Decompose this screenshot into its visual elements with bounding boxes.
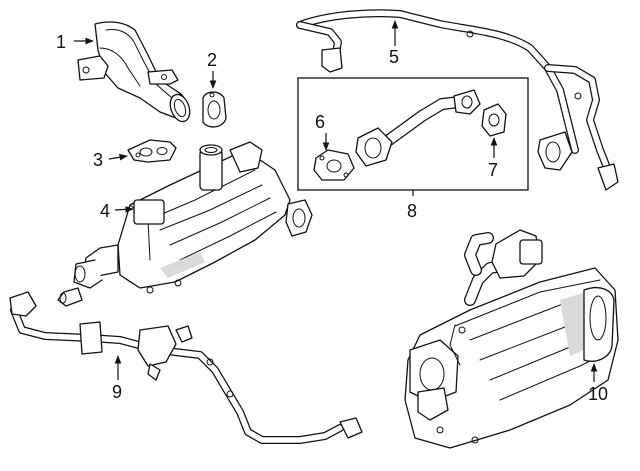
callout-label-10: 6 [315, 112, 325, 132]
callout-label-8: 8 [407, 201, 417, 221]
part-8-kit-box [297, 77, 529, 196]
callout-5: 2 [207, 50, 217, 89]
callout-label-7: 9 [112, 382, 122, 402]
callout-label-9: 7 [488, 160, 498, 180]
part-6-coolant-pipe [296, 9, 619, 191]
callout-8: 8 [407, 201, 417, 221]
callout-label-5: 2 [207, 50, 217, 70]
part-4-egr-inlet-pipe [77, 21, 191, 123]
callout-label-2: 10 [588, 384, 608, 404]
callout-2: 10 [588, 363, 608, 404]
part-8-egr-tube [355, 89, 481, 167]
part-10-gasket [313, 149, 355, 181]
part-9-gasket [481, 103, 507, 137]
callout-3: 3 [93, 150, 128, 170]
callout-10: 6 [315, 112, 330, 151]
callout-4: 1 [56, 32, 94, 52]
part-5-gasket [202, 91, 227, 128]
part-1-egr-cooler-assembly [57, 141, 313, 307]
part-3-gasket [127, 139, 177, 163]
callout-7: 9 [112, 355, 122, 402]
part-2-egr-cooler [404, 229, 619, 449]
callout-label-1: 4 [100, 201, 110, 221]
callout-label-3: 3 [93, 150, 103, 170]
callout-1: 4 [100, 201, 134, 221]
part-7-hose-assembly [9, 291, 363, 444]
callout-label-6: 5 [389, 47, 399, 67]
callout-label-4: 1 [56, 32, 66, 52]
callout-9: 7 [488, 137, 498, 180]
callout-6: 5 [389, 20, 399, 67]
